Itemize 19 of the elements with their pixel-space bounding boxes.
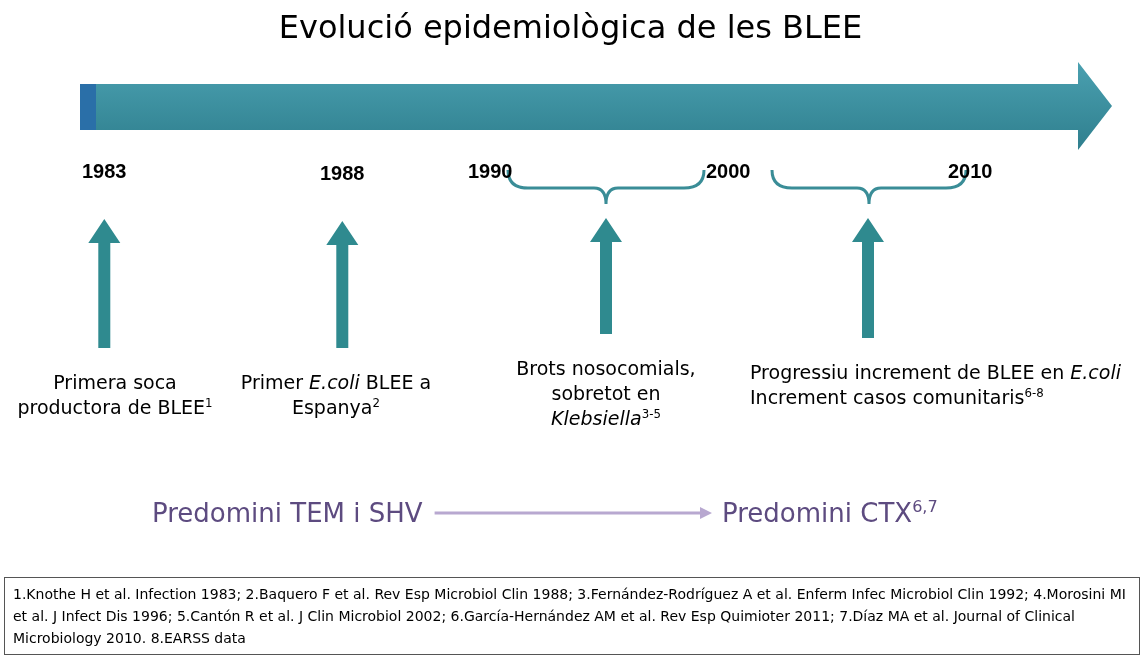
year-label: 1983	[82, 160, 127, 183]
event-text: Progressiu increment de BLEE en E.coli	[750, 360, 1121, 385]
period-text: Predomini CTX$^{6,7}$	[722, 498, 938, 528]
year-label: 1990	[468, 160, 513, 183]
arrow	[326, 221, 359, 348]
event-text: Primer E.coli BLEE a Espanya$^{2}$	[236, 370, 436, 420]
event-text: Primera soca productora de BLEE$^{1}$	[10, 370, 220, 420]
title: Evolució epidemiològica de les BLEE	[277, 8, 864, 46]
year-label: 2010	[948, 160, 993, 183]
year-label: 2000	[706, 160, 751, 183]
arrow	[590, 218, 622, 334]
event-text: Brots nosocomials, sobretot en Klebsiella$^{3-5}$	[508, 356, 704, 431]
arrow	[88, 219, 121, 348]
period-text: Predomini TEM i SHV	[152, 498, 423, 528]
references-note: 1.Knothe H et al. Infection 1983; 2.Baquero F et al. Rev Esp Microbiol Clin 1988; 3.Fernández-Rodríguez A et al. Enferm Infec Microbiol Clin 1992; 4.Morosini MI et al. J Infect Dis 1996; 5.Cantón R et al. J Clin Microbiol 2002; 6.García-Hernández AM et al. Rev Esp Quimioter 2011; 7.Díaz MA et al. Journal of Clinical Microbiology 2010. 8.EARSS data	[4, 577, 1140, 655]
event-text: Increment casos comunitaris$^{6-8}$	[750, 385, 1045, 410]
year-label: 1988	[320, 162, 365, 185]
arrow	[852, 218, 884, 338]
arrow	[434, 507, 712, 519]
